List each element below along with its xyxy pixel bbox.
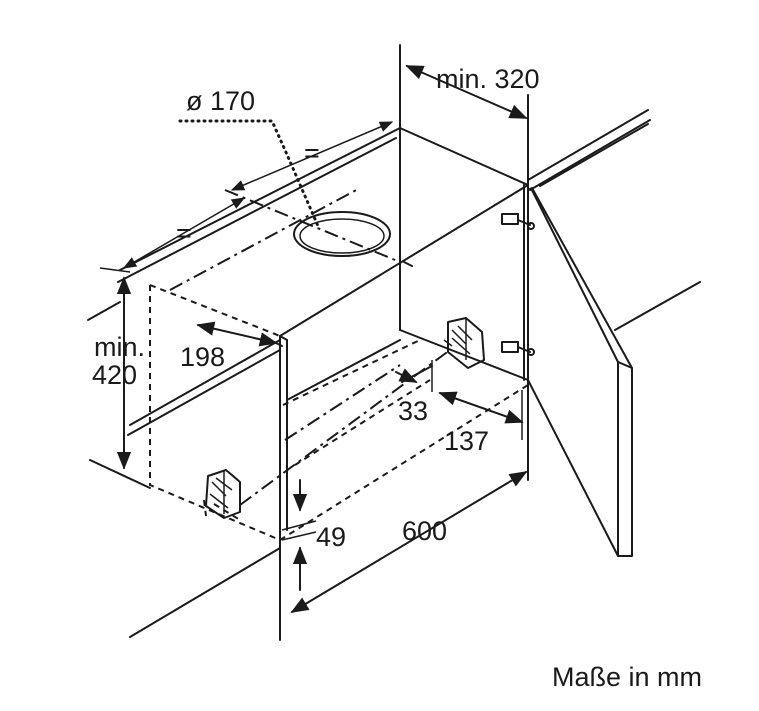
equal-left-label: =	[176, 218, 192, 248]
units-note: Maße in mm	[552, 662, 702, 692]
min-label: min.	[94, 332, 145, 362]
mounting-bracket-right-icon	[443, 317, 485, 369]
duct-opening	[293, 211, 391, 257]
dim-600-label: 600	[402, 516, 447, 546]
dimension-lines	[99, 65, 528, 613]
cabinet-door	[527, 187, 633, 557]
dim-137-label: 137	[444, 426, 489, 456]
dim-198-label: 198	[180, 342, 225, 372]
diameter-label: ø 170	[186, 86, 255, 116]
dim-33-label: 33	[398, 396, 428, 426]
hinge-icon	[501, 213, 535, 356]
min-420-label: 420	[92, 360, 137, 390]
dim-49-label: 49	[316, 522, 346, 552]
equal-top-label: =	[304, 138, 320, 168]
mounting-bracket-left-icon	[203, 469, 241, 521]
min-320-label: min. 320	[436, 64, 540, 94]
diameter-leader	[178, 119, 320, 228]
